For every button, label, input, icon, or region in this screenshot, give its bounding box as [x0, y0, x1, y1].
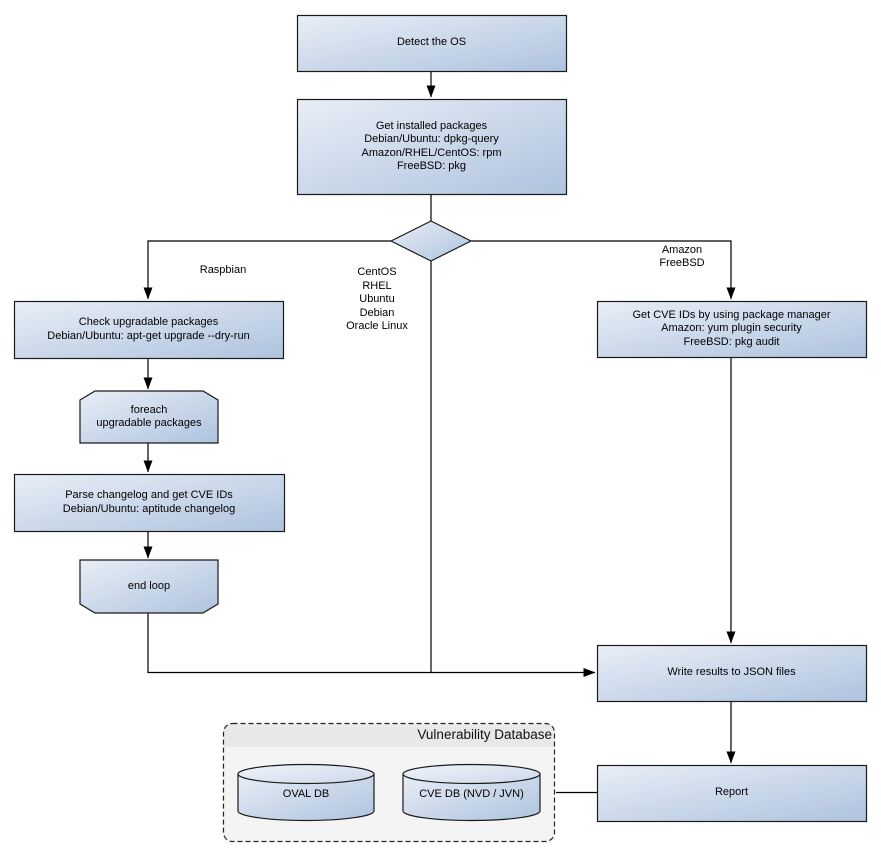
vulnerability-db-border	[222, 722, 556, 843]
write-results-node	[596, 644, 868, 703]
cve-db-cylinder-top	[402, 763, 541, 785]
connector-decision-to-check-upgradable	[143, 240, 391, 300]
vulnerability-db-header-band	[223, 723, 555, 747]
foreach-loop-start-node	[79, 390, 219, 444]
report-node	[596, 764, 868, 823]
os-decision-diamond	[389, 220, 473, 262]
parse-changelog-node	[13, 473, 286, 533]
end-loop-node	[79, 559, 219, 614]
detect-os-node	[296, 14, 568, 73]
get-cve-ids-node	[596, 300, 868, 359]
oval-db-cylinder-body	[237, 773, 375, 822]
oval-db-cylinder-top	[237, 763, 375, 785]
connector-decision-to-get-cve	[471, 240, 736, 300]
connector-endloop-to-write-results	[147, 613, 596, 677]
get-installed-packages-node	[296, 98, 568, 196]
check-upgradable-node	[13, 300, 285, 360]
cve-db-cylinder-body	[402, 773, 541, 822]
